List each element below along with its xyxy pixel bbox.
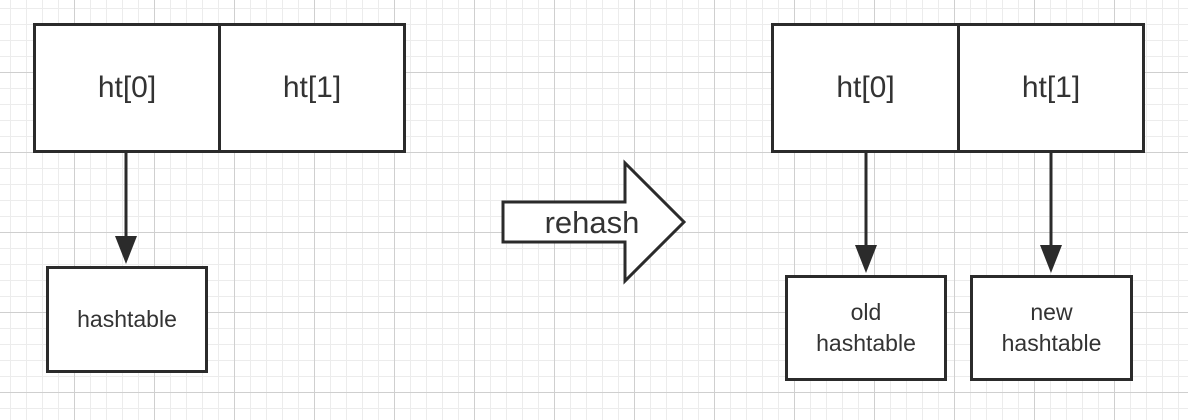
new-hashtable-box: new hashtable	[970, 275, 1133, 381]
old-hashtable-label: old hashtable	[816, 299, 916, 356]
right-ht0-label: ht[0]	[836, 71, 895, 104]
left-ht0-arrowhead	[115, 236, 137, 264]
right-ht1-label: ht[1]	[1021, 71, 1081, 104]
left-ht1-cell: ht[1]	[218, 23, 406, 153]
left-ht1-label: ht[1]	[282, 71, 342, 104]
new-hashtable-label: new hashtable	[1001, 299, 1102, 356]
left-ht0-cell: ht[0]	[33, 23, 221, 153]
old-hashtable-box: old hashtable	[785, 275, 947, 381]
left-hashtable-box: hashtable	[46, 266, 208, 373]
left-ht0-label: ht[0]	[97, 71, 157, 104]
rehash-label: rehash	[544, 205, 640, 240]
right-ht0-cell: ht[0]	[771, 23, 960, 153]
left-hashtable-label: hashtable	[77, 306, 177, 332]
rehash-arrow-shape	[501, 159, 687, 285]
right-ht1-arrowhead	[1040, 245, 1062, 273]
right-ht0-arrowhead	[855, 245, 877, 273]
right-ht1-cell: ht[1]	[957, 23, 1145, 153]
